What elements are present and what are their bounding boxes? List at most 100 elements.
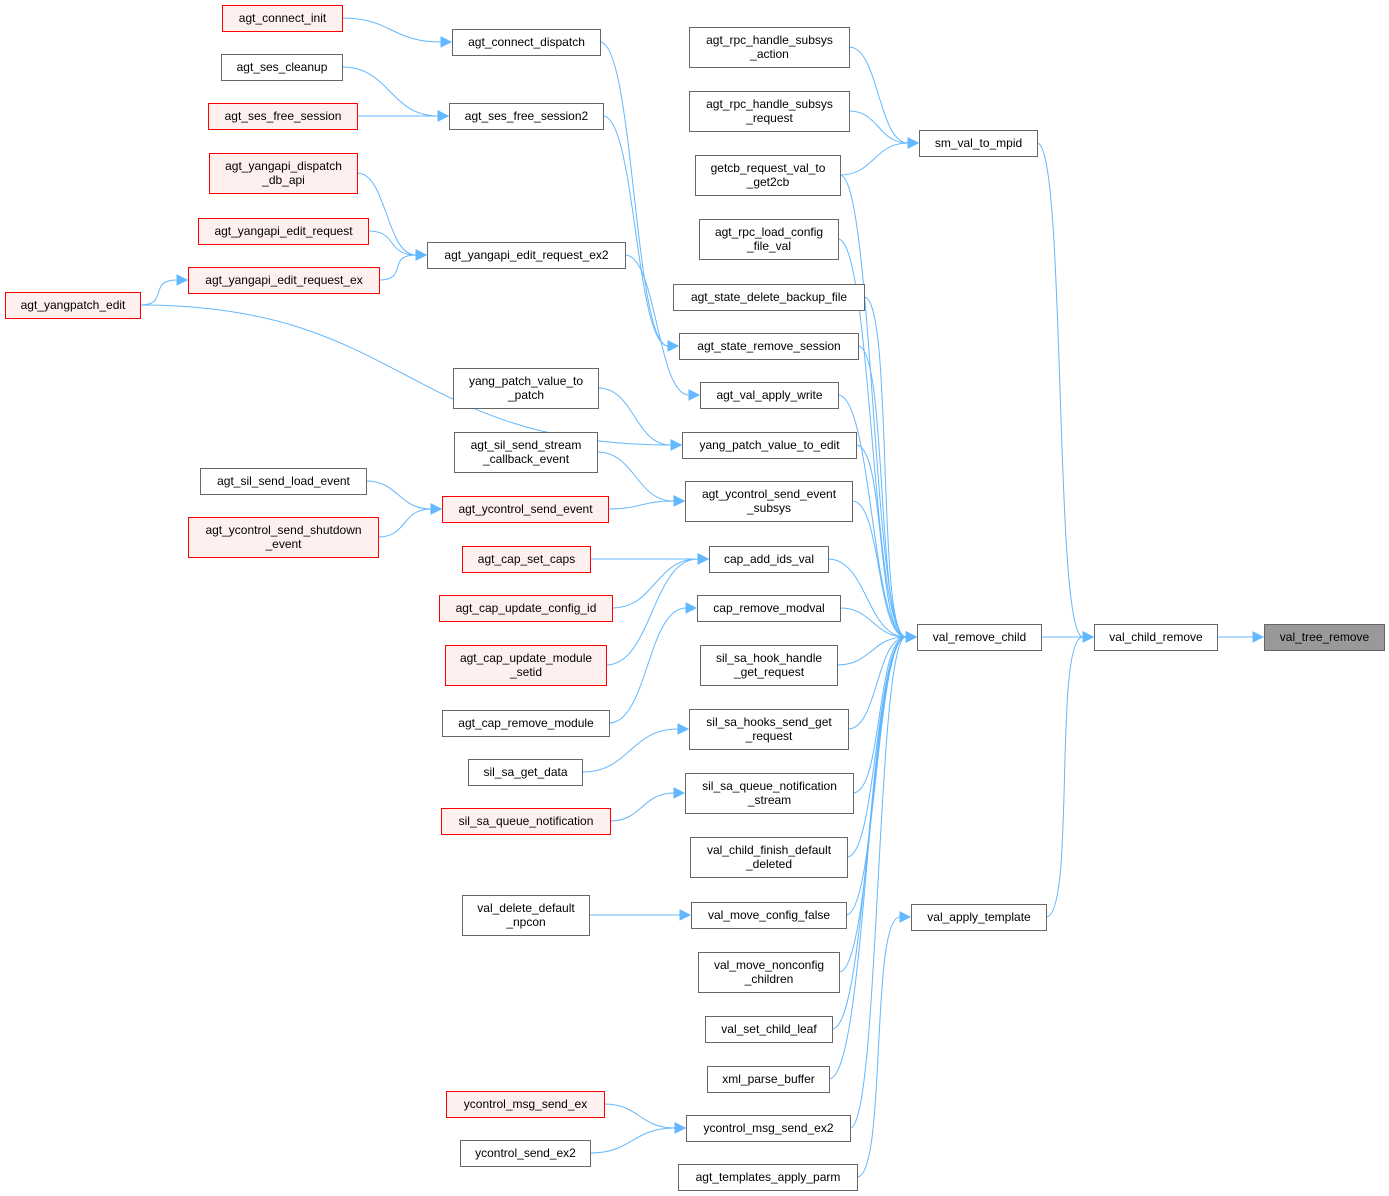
node-agt_cap_remove_module[interactable]: agt_cap_remove_module [442, 710, 610, 737]
edge-line [1045, 636, 1084, 918]
node-val_remove_child[interactable]: val_remove_child [917, 624, 1042, 651]
node-val_delete_default_npcon[interactable]: val_delete_default_npcon [462, 895, 590, 936]
edge-line [863, 296, 907, 638]
node-agt_sil_send_load_event[interactable]: agt_sil_send_load_event [200, 468, 367, 495]
arrowhead-icon [688, 389, 701, 401]
node-label: agt_ycontrol_send_event [458, 502, 593, 516]
node-cap_remove_modval[interactable]: cap_remove_modval [697, 595, 841, 622]
node-label: getcb_request_val_to [711, 161, 826, 175]
node-agt_state_delete_backup_file[interactable]: agt_state_delete_backup_file [673, 284, 865, 311]
node-val_child_remove[interactable]: val_child_remove [1094, 624, 1218, 651]
node-label: sm_val_to_mpid [935, 136, 1022, 150]
arrowhead-icon [430, 503, 443, 515]
node-label: val_tree_remove [1280, 630, 1370, 644]
node-label: cap_add_ids_val [724, 552, 814, 566]
node-agt_cap_set_caps[interactable]: agt_cap_set_caps [462, 546, 591, 573]
node-label: agt_sil_send_load_event [217, 474, 350, 488]
node-val_move_config_false[interactable]: val_move_config_false [691, 902, 847, 929]
node-ycontrol_msg_send_ex2[interactable]: ycontrol_msg_send_ex2 [686, 1115, 851, 1142]
node-box [462, 895, 590, 936]
node-label: sil_sa_get_data [483, 765, 567, 779]
node-box [452, 29, 601, 56]
node-val_child_finish_default_deleted[interactable]: val_child_finish_default_deleted [690, 837, 848, 878]
node-agt_ycontrol_send_event_subsys[interactable]: agt_ycontrol_send_event_subsys [685, 481, 853, 522]
node-agt_rpc_handle_subsys_action[interactable]: agt_rpc_handle_subsys_action [689, 27, 850, 68]
node-box [188, 517, 379, 558]
node-val_tree_remove[interactable]: val_tree_remove [1264, 624, 1385, 651]
node-sil_sa_hooks_send_get_request[interactable]: sil_sa_hooks_send_get_request [689, 709, 849, 750]
node-yang_patch_value_to_patch[interactable]: yang_patch_value_to_patch [453, 368, 599, 409]
edge-line [846, 636, 907, 858]
node-agt_cap_update_config_id[interactable]: agt_cap_update_config_id [439, 595, 613, 622]
node-agt_ses_free_session2[interactable]: agt_ses_free_session2 [449, 103, 604, 130]
edge-cap_add_ids_val-to-val_remove_child [827, 558, 918, 643]
node-agt_sil_send_stream_callback_event[interactable]: agt_sil_send_stream_callback_event [454, 432, 598, 473]
node-agt_templates_apply_parm[interactable]: agt_templates_apply_parm [678, 1164, 858, 1191]
edge-agt_ycontrol_send_shutdown_event-to-agt_ycontrol_send_event [377, 503, 443, 538]
node-xml_parse_buffer[interactable]: xml_parse_buffer [707, 1066, 830, 1093]
node-label: val_apply_template [927, 910, 1031, 924]
node-agt_cap_update_module_setid[interactable]: agt_cap_update_module_setid [445, 645, 607, 686]
node-box [439, 595, 613, 622]
arrowhead-icon [697, 553, 710, 565]
node-box [208, 103, 358, 130]
node-box [454, 432, 598, 473]
edge-line [596, 451, 675, 502]
node-box [691, 902, 847, 929]
node-agt_yangpatch_edit[interactable]: agt_yangpatch_edit [5, 292, 141, 319]
node-agt_connect_init[interactable]: agt_connect_init [222, 5, 343, 32]
node-sil_sa_queue_notification_stream[interactable]: sil_sa_queue_notification_stream [685, 773, 854, 814]
node-agt_yangapi_edit_request[interactable]: agt_yangapi_edit_request [198, 218, 369, 245]
node-agt_yangapi_dispatch_db_api[interactable]: agt_yangapi_dispatch_db_api [209, 153, 358, 194]
arrowhead-icon [437, 110, 450, 122]
node-sil_sa_get_data[interactable]: sil_sa_get_data [468, 759, 583, 786]
node-sil_sa_queue_notification[interactable]: sil_sa_queue_notification [441, 808, 611, 835]
node-label: val_set_child_leaf [721, 1022, 817, 1036]
node-label: ycontrol_msg_send_ex2 [703, 1121, 833, 1135]
node-sm_val_to_mpid[interactable]: sm_val_to_mpid [919, 130, 1038, 157]
node-agt_rpc_load_config_file_val[interactable]: agt_rpc_load_config_file_val [699, 219, 839, 260]
edge-agt_yangapi_dispatch_db_api-to-agt_yangapi_edit_request_ex2 [356, 172, 428, 261]
node-agt_ses_free_session[interactable]: agt_ses_free_session [208, 103, 358, 130]
edge-agt_connect_init-to-agt_connect_dispatch [341, 17, 453, 48]
node-ycontrol_send_ex2[interactable]: ycontrol_send_ex2 [460, 1140, 591, 1167]
node-agt_state_remove_session[interactable]: agt_state_remove_session [679, 333, 859, 360]
node-box [200, 468, 367, 495]
edge-val_delete_default_npcon-to-val_move_config_false [589, 909, 692, 921]
node-agt_val_apply_write[interactable]: agt_val_apply_write [700, 382, 839, 409]
node-agt_ycontrol_send_shutdown_event[interactable]: agt_ycontrol_send_shutdown_event [188, 517, 379, 558]
node-box [449, 103, 604, 130]
edge-line [827, 558, 907, 638]
arrowhead-icon [1252, 631, 1265, 643]
edge-agt_ycontrol_send_event-to-agt_ycontrol_send_event_subsys [607, 495, 686, 510]
node-val_set_child_leaf[interactable]: val_set_child_leaf [705, 1016, 833, 1043]
edge-line [855, 444, 907, 638]
node-label: agt_state_delete_backup_file [691, 290, 847, 304]
node-agt_rpc_handle_subsys_request[interactable]: agt_rpc_handle_subsys_request [689, 91, 850, 132]
edge-line [341, 17, 442, 43]
node-label: _stream [747, 793, 791, 807]
node-box [679, 333, 859, 360]
node-agt_ycontrol_send_event[interactable]: agt_ycontrol_send_event [442, 496, 609, 523]
node-agt_yangapi_edit_request_ex[interactable]: agt_yangapi_edit_request_ex [188, 267, 380, 294]
edge-line [602, 115, 669, 347]
arrowhead-icon [907, 137, 920, 149]
node-box [1094, 624, 1218, 651]
node-sil_sa_hook_handle_get_request[interactable]: sil_sa_hook_handle_get_request [700, 645, 838, 686]
node-label: val_remove_child [933, 630, 1026, 644]
node-cap_add_ids_val[interactable]: cap_add_ids_val [709, 546, 829, 573]
node-agt_connect_dispatch[interactable]: agt_connect_dispatch [452, 29, 601, 56]
node-label: cap_remove_modval [713, 601, 824, 615]
node-label: agt_cap_remove_module [458, 716, 594, 730]
node-getcb_request_val_to_get2cb[interactable]: getcb_request_val_to_get2cb [695, 155, 841, 196]
node-val_apply_template[interactable]: val_apply_template [911, 904, 1047, 931]
node-label: agt_yangpatch_edit [21, 298, 126, 312]
node-yang_patch_value_to_edit[interactable]: yang_patch_value_to_edit [682, 432, 857, 459]
node-agt_ses_cleanup[interactable]: agt_ses_cleanup [221, 54, 343, 81]
node-agt_yangapi_edit_request_ex2[interactable]: agt_yangapi_edit_request_ex2 [427, 242, 626, 269]
edge-line [341, 66, 439, 117]
node-val_move_nonconfig_children[interactable]: val_move_nonconfig_children [698, 952, 840, 993]
node-ycontrol_msg_send_ex[interactable]: ycontrol_msg_send_ex [446, 1091, 605, 1118]
edge-line [607, 500, 675, 510]
node-label: agt_ses_cleanup [237, 60, 328, 74]
